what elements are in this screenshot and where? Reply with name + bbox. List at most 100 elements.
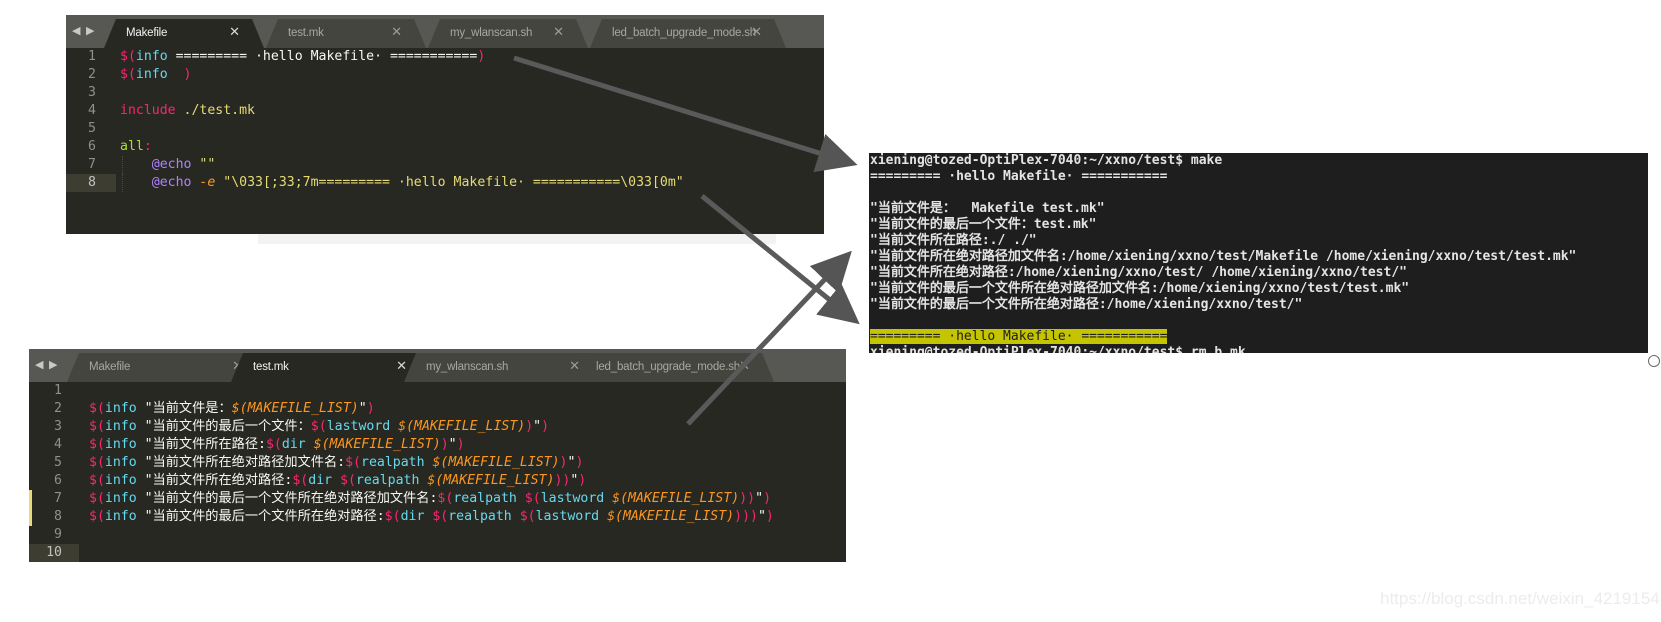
tab-label: led_batch_upgrade_mode.sh [596, 361, 740, 373]
line-number: 1 [88, 49, 96, 64]
line-number: 2 [54, 401, 62, 416]
code-line[interactable]: 10 [29, 544, 846, 562]
line-number: 6 [88, 139, 96, 154]
resize-handle[interactable] [1648, 355, 1660, 367]
code-text: $(info "当前文件所在绝对路径加文件名:$(realpath $(MAKE… [89, 455, 584, 470]
tab-led-batch-upgrade[interactable]: led_batch_upgrade_mode.sh ✕ [574, 353, 774, 382]
close-icon[interactable]: ✕ [229, 25, 240, 40]
code-line[interactable]: 6 all: [66, 138, 824, 156]
terminal-line: "当前文件所在路径:./ ./" [870, 233, 1037, 248]
code-text: $(info "当前文件的最后一个文件：$(lastword $(MAKEFIL… [89, 419, 550, 434]
tab-bar: ◀ ▶ Makefile ✕ test.mk ✕ my_wlanscan.sh … [29, 349, 846, 382]
tab-test-mk[interactable]: test.mk ✕ [266, 19, 426, 48]
code-line[interactable]: 2 $(info "当前文件是：$(MAKEFILE_LIST)") [29, 400, 846, 418]
tab-makefile[interactable]: Makefile ✕ [104, 19, 264, 48]
tab-label: Makefile [126, 27, 168, 39]
terminal-line: "当前文件的最后一个文件所在绝对路径加文件名:/home/xiening/xxn… [870, 281, 1410, 296]
close-icon[interactable]: ✕ [739, 359, 750, 374]
tab-label: test.mk [288, 27, 324, 39]
terminal-line: "当前文件所在绝对路径:/home/xiening/xxno/test/ /ho… [870, 265, 1407, 280]
code-area[interactable]: 1 2 $(info "当前文件是：$(MAKEFILE_LIST)") 3 $(inf… [29, 382, 846, 562]
terminal-line: "当前文件是： Makefile test.mk" [870, 201, 1105, 216]
terminal-output[interactable]: xiening@tozed-OptiPlex-7040:~/xxno/test$… [869, 153, 1648, 353]
line-number: 7 [54, 491, 62, 506]
line-number: 8 [54, 509, 62, 524]
code-line[interactable]: 3 [66, 84, 824, 102]
line-number: 10 [46, 545, 62, 560]
tab-label: test.mk [253, 361, 289, 373]
close-icon[interactable]: ✕ [569, 359, 580, 374]
code-text: include ./test.mk [120, 103, 255, 118]
current-line-gutter [29, 544, 79, 562]
code-line[interactable]: 6 $(info "当前文件所在绝对路径:$(dir $(realpath $(M… [29, 472, 846, 490]
tab-label: my_wlanscan.sh [426, 361, 509, 373]
line-number: 2 [88, 67, 96, 82]
code-text: @echo "" [151, 157, 216, 172]
current-line-gutter [66, 174, 116, 192]
terminal-line [869, 185, 1648, 201]
indent-guide [122, 156, 123, 174]
line-number: 3 [54, 419, 62, 434]
top-editor-window: ◀ ▶ Makefile ✕ test.mk ✕ my_wlanscan.sh … [66, 15, 824, 234]
close-icon[interactable]: ✕ [751, 25, 762, 40]
terminal-line: ========= ·hello Makefile· =========== [870, 169, 1168, 184]
terminal-line: xiening@tozed-OptiPlex-7040:~/xxno/test$… [870, 345, 1246, 353]
code-text: $(info "当前文件是：$(MAKEFILE_LIST)") [89, 401, 375, 416]
line-number: 8 [88, 175, 96, 190]
bottom-editor-window: ◀ ▶ Makefile ✕ test.mk ✕ my_wlanscan.sh … [29, 349, 846, 562]
code-line[interactable]: 9 [29, 526, 846, 544]
line-number: 1 [54, 383, 62, 398]
tab-my-wlanscan[interactable]: my_wlanscan.sh ✕ [428, 19, 588, 48]
tab-test-mk[interactable]: test.mk ✕ [231, 353, 431, 382]
code-line[interactable]: 8 @echo -e "\033[;33;7m========= ·hello … [66, 174, 824, 192]
code-line[interactable]: 5 $(info "当前文件所在绝对路径加文件名:$(realpath $(MAK… [29, 454, 846, 472]
terminal-line [869, 313, 1648, 329]
code-text: @echo -e "\033[;33;7m========= ·hello Ma… [151, 175, 684, 190]
tab-nav-arrows-icon[interactable]: ◀ ▶ [72, 24, 96, 37]
code-text: $(info ) [120, 67, 192, 82]
code-text: $(info ========= ·hello Makefile· ======… [120, 49, 486, 64]
line-number: 4 [88, 103, 96, 118]
terminal-line: "当前文件的最后一个文件：test.mk" [870, 217, 1097, 232]
code-line[interactable]: 7 @echo "" [66, 156, 824, 174]
code-text: $(info "当前文件的最后一个文件所在绝对路径:$(dir $(realpa… [89, 509, 774, 524]
terminal-line: "当前文件所在绝对路径加文件名:/home/xiening/xxno/test/… [870, 249, 1577, 264]
code-line[interactable]: 5 [66, 120, 824, 138]
code-line[interactable]: 8 $(info "当前文件的最后一个文件所在绝对路径:$(dir $(realp… [29, 508, 846, 526]
tab-label: led_batch_upgrade_mode.sh [612, 27, 756, 39]
tab-led-batch-upgrade[interactable]: led_batch_upgrade_mode.sh ✕ [590, 19, 786, 48]
close-icon[interactable]: ✕ [396, 359, 407, 374]
code-line[interactable]: 4 include ./test.mk [66, 102, 824, 120]
close-icon[interactable]: ✕ [553, 25, 564, 40]
line-number: 4 [54, 437, 62, 452]
indent-guide [122, 174, 123, 192]
code-line[interactable]: 3 $(info "当前文件的最后一个文件：$(lastword $(MAKEFI… [29, 418, 846, 436]
line-number: 5 [88, 121, 96, 136]
modified-line-marker [29, 508, 32, 526]
line-number: 9 [54, 527, 62, 542]
terminal-line: ========= ·hello Makefile· =========== [869, 329, 1648, 345]
code-line[interactable]: 2 $(info ) [66, 66, 824, 84]
terminal-line: xiening@tozed-OptiPlex-7040:~/xxno/test$… [870, 153, 1223, 168]
highlighted-output: ========= ·hello Makefile· =========== [870, 329, 1168, 344]
modified-line-marker [29, 490, 32, 508]
code-text: $(info "当前文件所在绝对路径:$(dir $(realpath $(MA… [89, 473, 587, 488]
terminal-line: "当前文件的最后一个文件所在绝对路径:/home/xiening/xxno/te… [870, 297, 1303, 312]
code-line[interactable]: 1 $(info ========= ·hello Makefile· =====… [66, 48, 824, 66]
code-text: $(info "当前文件的最后一个文件所在绝对路径加文件名:$(realpath… [89, 491, 772, 506]
code-area[interactable]: 1 $(info ========= ·hello Makefile· =====… [66, 48, 824, 192]
code-text: all: [120, 139, 152, 154]
line-number: 6 [54, 473, 62, 488]
tab-nav-arrows-icon[interactable]: ◀ ▶ [35, 358, 59, 371]
code-line[interactable]: 7 $(info "当前文件的最后一个文件所在绝对路径加文件名:$(realpat… [29, 490, 846, 508]
line-number: 3 [88, 85, 96, 100]
tab-label: Makefile [89, 361, 131, 373]
tab-label: my_wlanscan.sh [450, 27, 533, 39]
line-number: 5 [54, 455, 62, 470]
code-line[interactable]: 1 [29, 382, 846, 400]
close-icon[interactable]: ✕ [391, 25, 402, 40]
tab-my-wlanscan[interactable]: my_wlanscan.sh ✕ [404, 353, 604, 382]
window-shadow [258, 234, 776, 244]
code-line[interactable]: 4 $(info "当前文件所在路径:$(dir $(MAKEFILE_LIST)… [29, 436, 846, 454]
code-text: $(info "当前文件所在路径:$(dir $(MAKEFILE_LIST))… [89, 437, 465, 452]
